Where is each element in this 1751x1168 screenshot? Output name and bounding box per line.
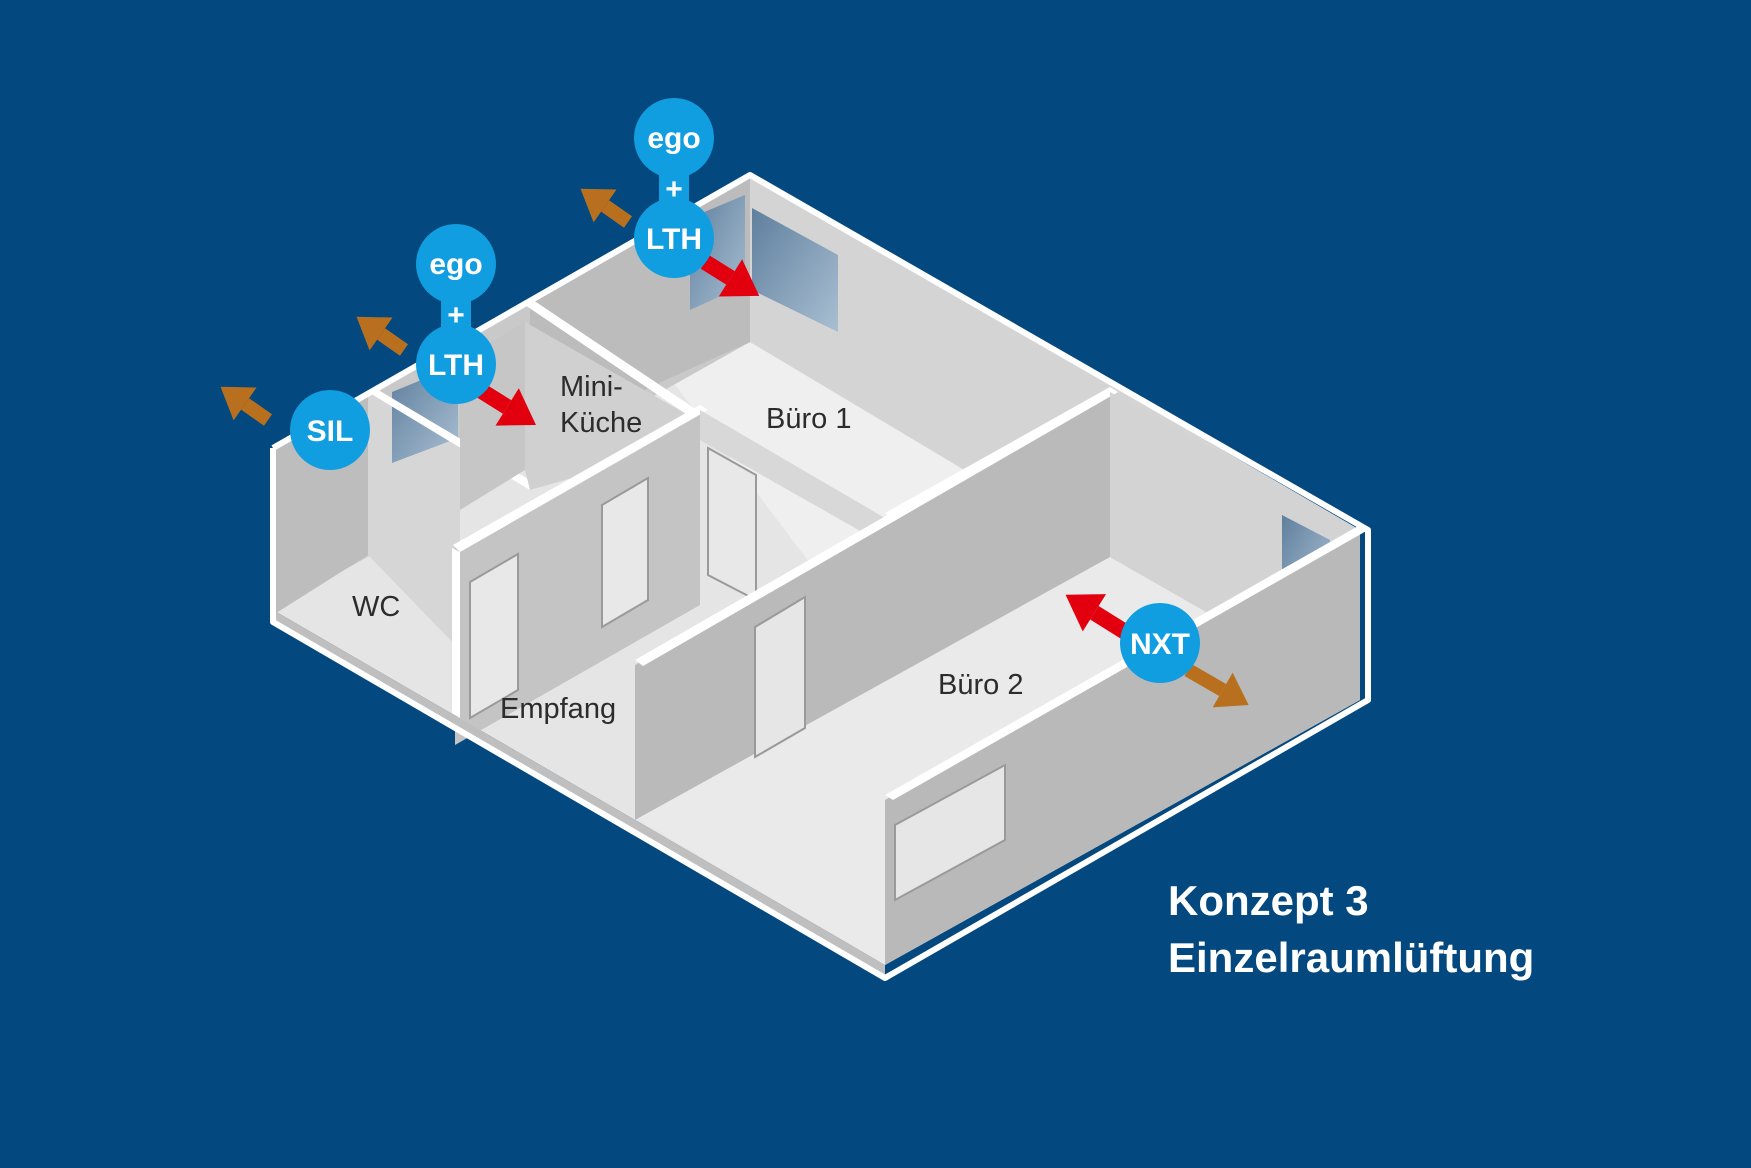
building-outline [270,172,1371,981]
room-label-reception: Empfang [500,693,616,725]
front-right-wall [885,530,1360,965]
badge-stack-office1: ego + LTH [634,98,714,278]
door-kitchen [601,476,649,629]
badge-ego-kitchen-label: ego [429,248,482,281]
badge-nxt: NXT [1120,603,1200,683]
reception-wall-top [453,405,708,552]
room-label-kitchen-line1: Mini- [560,371,623,403]
airflow-arrows [220,188,1249,708]
room-label-kitchen-line2: Küche [560,407,642,439]
plus-icon: + [447,299,465,332]
wc-front-wall [452,548,460,718]
room-label-office1: Büro 1 [766,403,851,435]
badge-sil-label: SIL [307,415,354,448]
wc-right-wall [368,392,460,650]
exhaust-arrow-icon [356,316,409,356]
exhaust-arrow-icon [1184,663,1249,708]
room-label-wc: WC [352,591,400,623]
office1-window-right [752,208,838,332]
door-office1 [707,446,757,602]
badge-nxt-label: NXT [1130,628,1190,661]
supply-arrow-icon [700,255,760,297]
room-labels: WC Mini- Küche Büro 1 Büro 2 Empfang [352,371,1023,725]
unit-badges: SIL ego + LTH ego + LTH NXT [290,98,1200,683]
door-office2 [754,595,806,759]
office2-window-front [894,763,1006,902]
door-wc [469,552,519,720]
title-line2: Einzelraumlüftung [1168,934,1534,981]
badge-lth-office-label: LTH [646,223,702,256]
reception-right-wall [700,410,885,545]
exhaust-arrow-icon [580,188,633,228]
kitchen-office1-wall-top [525,300,700,418]
office2-divider-wall [635,392,1110,820]
building [270,172,1371,981]
office1-partition-top [885,387,1118,518]
badge-lth-kitchen-label: LTH [428,349,484,382]
room-label-office2: Büro 2 [938,669,1023,701]
plus-icon: + [665,173,683,206]
title-line1: Konzept 3 [1168,877,1369,924]
badge-stack-kitchen: ego + LTH [416,224,496,404]
badge-ego-office-label: ego [647,122,700,155]
exhaust-arrow-icon [220,386,273,426]
badge-sil: SIL [290,390,370,470]
concept-title: Konzept 3 Einzelraumlüftung [1168,877,1534,981]
